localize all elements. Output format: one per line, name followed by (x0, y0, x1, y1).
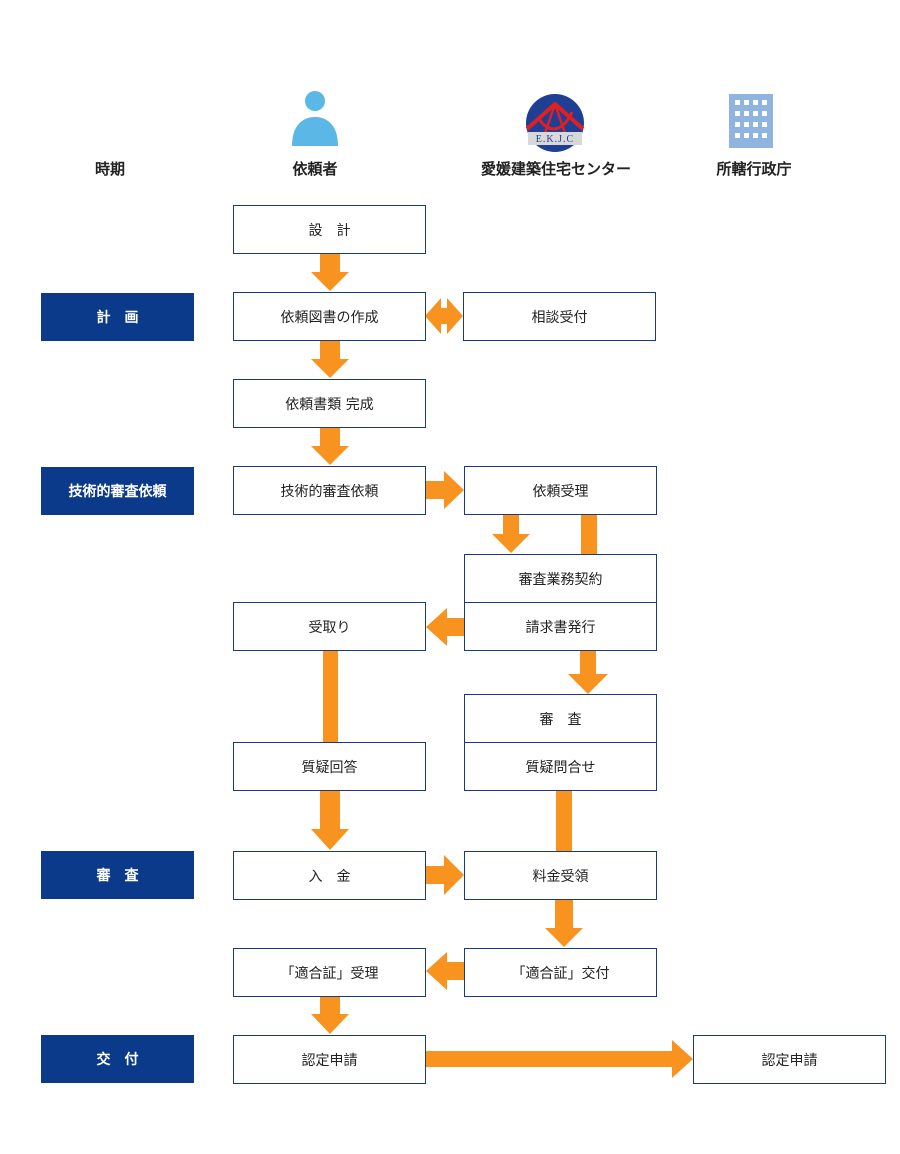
header-period: 時期 (94, 160, 125, 178)
step-government-application: 認定申請 (693, 1035, 886, 1084)
step-receive-invoice: 受取り (233, 602, 426, 651)
phase-review: 審 査 (41, 851, 194, 899)
step-inquiry: 質疑問合せ (464, 742, 657, 791)
phase-planning: 計 画 (41, 293, 194, 341)
step-review: 審 査 (464, 694, 657, 743)
arrow-right-2 (426, 855, 464, 895)
header-government: 所轄行政庁 (716, 160, 792, 178)
phase-issue: 交 付 (41, 1035, 194, 1083)
step-contract: 審査業務契約 (464, 554, 657, 603)
arrow-down-4 (492, 514, 530, 553)
step-accept-request: 依頼受理 (464, 466, 657, 515)
person-icon (292, 91, 338, 146)
step-receive-cert: 「適合証」受理 (233, 948, 426, 997)
step-issue-cert: 「適合証」交付 (464, 948, 657, 997)
ekjc-logo: E.K.J.C (525, 94, 585, 152)
building-icon (729, 94, 773, 148)
arrow-down-1 (311, 253, 349, 291)
arrow-down-6 (311, 790, 349, 850)
step-consultation: 相談受付 (463, 292, 656, 341)
phase-request: 技術的審査依頼 (41, 467, 194, 515)
arrow-down-3 (311, 427, 349, 465)
step-apply-certification: 認定申請 (233, 1035, 426, 1084)
arrow-bar-invoice (581, 514, 597, 554)
step-docs-complete: 依頼書類 完成 (233, 379, 426, 428)
arrow-down-8 (311, 996, 349, 1034)
arrow-down-2 (311, 340, 349, 378)
step-prepare-docs: 依頼図書の作成 (233, 292, 426, 341)
arrow-bar-inquiry (556, 790, 572, 851)
header-requester: 依頼者 (292, 160, 338, 178)
step-answer-questions: 質疑回答 (233, 742, 426, 791)
step-tech-request: 技術的審査依頼 (233, 466, 426, 515)
arrow-bidirectional (425, 298, 463, 334)
arrow-right-1 (426, 471, 464, 509)
step-payment: 入 金 (233, 851, 426, 900)
arrow-right-3 (426, 1040, 693, 1078)
step-invoice: 請求書発行 (464, 602, 657, 651)
arrow-left-1 (426, 608, 464, 646)
header-center: 愛媛建築住宅センター (480, 160, 631, 178)
step-fee-received: 料金受領 (464, 851, 657, 900)
arrow-down-7 (545, 898, 583, 947)
arrow-bar-receive (323, 650, 338, 742)
arrow-down-5 (568, 650, 608, 694)
arrow-left-2 (426, 952, 464, 990)
logo-text: E.K.J.C (536, 134, 574, 145)
step-design: 設 計 (233, 205, 426, 254)
